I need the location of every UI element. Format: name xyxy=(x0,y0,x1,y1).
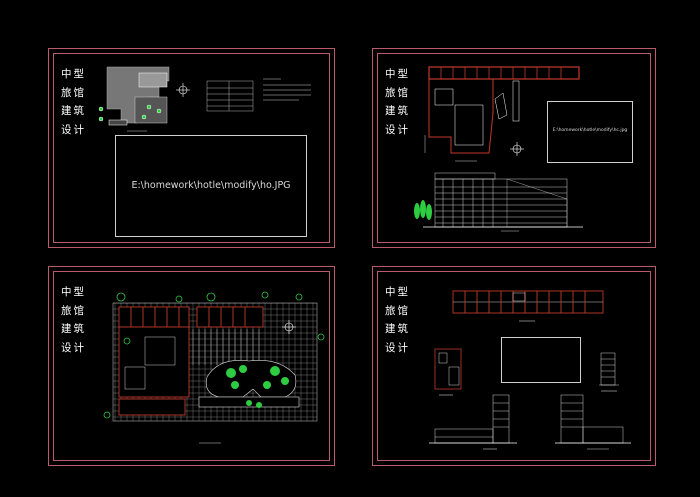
sheet-4-title-line-2: 旅馆 xyxy=(385,304,410,317)
sheet-2-image-placeholder: E:\homework\hotle\modify\hc.jpg xyxy=(547,101,633,163)
sheet-3-north-arrow xyxy=(282,320,296,334)
sheet-3-title-line-1: 中型 xyxy=(61,286,86,298)
sheet-4-drawing xyxy=(429,290,631,450)
sheet-4-title-block: 中型 旅馆 建筑 设计 xyxy=(385,283,410,357)
sheet-3-building-plan xyxy=(118,306,264,398)
sheet-1-title-block: 中型 旅馆 建筑 设计 xyxy=(61,65,86,139)
sheet-2-title-line-4: 设计 xyxy=(385,123,410,136)
sheet-2-floor-plan xyxy=(424,66,580,154)
sheet-2-title-line-2: 旅馆 xyxy=(385,86,410,99)
sheet-4-title-line-1: 中型 xyxy=(385,286,410,298)
sheet-3-title-line-4: 设计 xyxy=(61,341,86,354)
sheet-3-title-block: 中型 旅馆 建筑 设计 xyxy=(61,283,86,357)
sheet-3-annex xyxy=(118,398,186,416)
sheet-2-title-block: 中型 旅馆 建筑 设计 xyxy=(385,65,410,139)
sheet-4-side-elevation-1 xyxy=(429,394,517,444)
sheet-1-legend-table xyxy=(206,80,254,112)
sheet-3-stair-hatch xyxy=(192,329,260,365)
drawing-sheet-2: 中型 旅馆 建筑 设计 xyxy=(372,48,656,248)
sheet-3-frame xyxy=(53,271,330,461)
sheet-1-drawing xyxy=(98,66,311,132)
sheet-2-frame xyxy=(377,53,651,243)
sheet-4-section xyxy=(599,352,619,386)
sheet-1-image-placeholder: E:\homework\hotle\modify\ho.JPG xyxy=(115,135,307,237)
sheet-2-image-path: E:\homework\hotle\modify\hc.jpg xyxy=(552,128,628,133)
sheet-2-elevation-trees xyxy=(414,200,432,220)
sheet-1-north-arrow xyxy=(176,83,190,97)
sheet-4-frame xyxy=(377,271,651,461)
sheet-4-side-elevation-2 xyxy=(555,394,631,444)
sheet-3-perimeter-trees xyxy=(103,291,325,419)
drawing-sheet-3: 中型 旅馆 建筑 设计 xyxy=(48,266,335,466)
sheet-1-title-line-4: 设计 xyxy=(61,123,86,136)
sheet-2-elevation xyxy=(423,172,583,228)
sheet-3-title-line-3: 建筑 xyxy=(61,323,86,335)
sheet-1-title-line-3: 建筑 xyxy=(61,105,86,117)
sheet-1-title-line-2: 旅馆 xyxy=(61,86,86,99)
sheet-4-title-line-4: 设计 xyxy=(385,341,410,354)
sheet-2-title-line-1: 中型 xyxy=(385,68,410,80)
drawing-sheet-1: 中型 旅馆 建筑 设计 E:\home xyxy=(48,48,335,248)
sheet-1-title-line-1: 中型 xyxy=(61,68,86,80)
drawing-sheet-4: 中型 旅馆 建筑 设计 xyxy=(372,266,656,466)
sheet-4-room-plan xyxy=(434,348,462,390)
sheet-2-north-arrow xyxy=(510,142,524,156)
sheet-3-title-line-2: 旅馆 xyxy=(61,304,86,317)
sheet-1-site-plan xyxy=(98,66,170,126)
sheet-4-floor-plan xyxy=(452,290,604,314)
sheet-3-garden-trees xyxy=(226,365,289,408)
sheet-1-frame xyxy=(53,53,330,243)
sheet-1-notes xyxy=(263,78,311,101)
sheet-2-title-line-3: 建筑 xyxy=(385,105,410,117)
sheet-3-drawing xyxy=(103,291,325,444)
sheet-1-image-path: E:\homework\hotle\modify\ho.JPG xyxy=(131,180,291,191)
sheet-2-drawing xyxy=(414,66,583,232)
sheet-4-title-line-3: 建筑 xyxy=(385,323,410,335)
sheet-4-image-placeholder xyxy=(501,337,581,383)
